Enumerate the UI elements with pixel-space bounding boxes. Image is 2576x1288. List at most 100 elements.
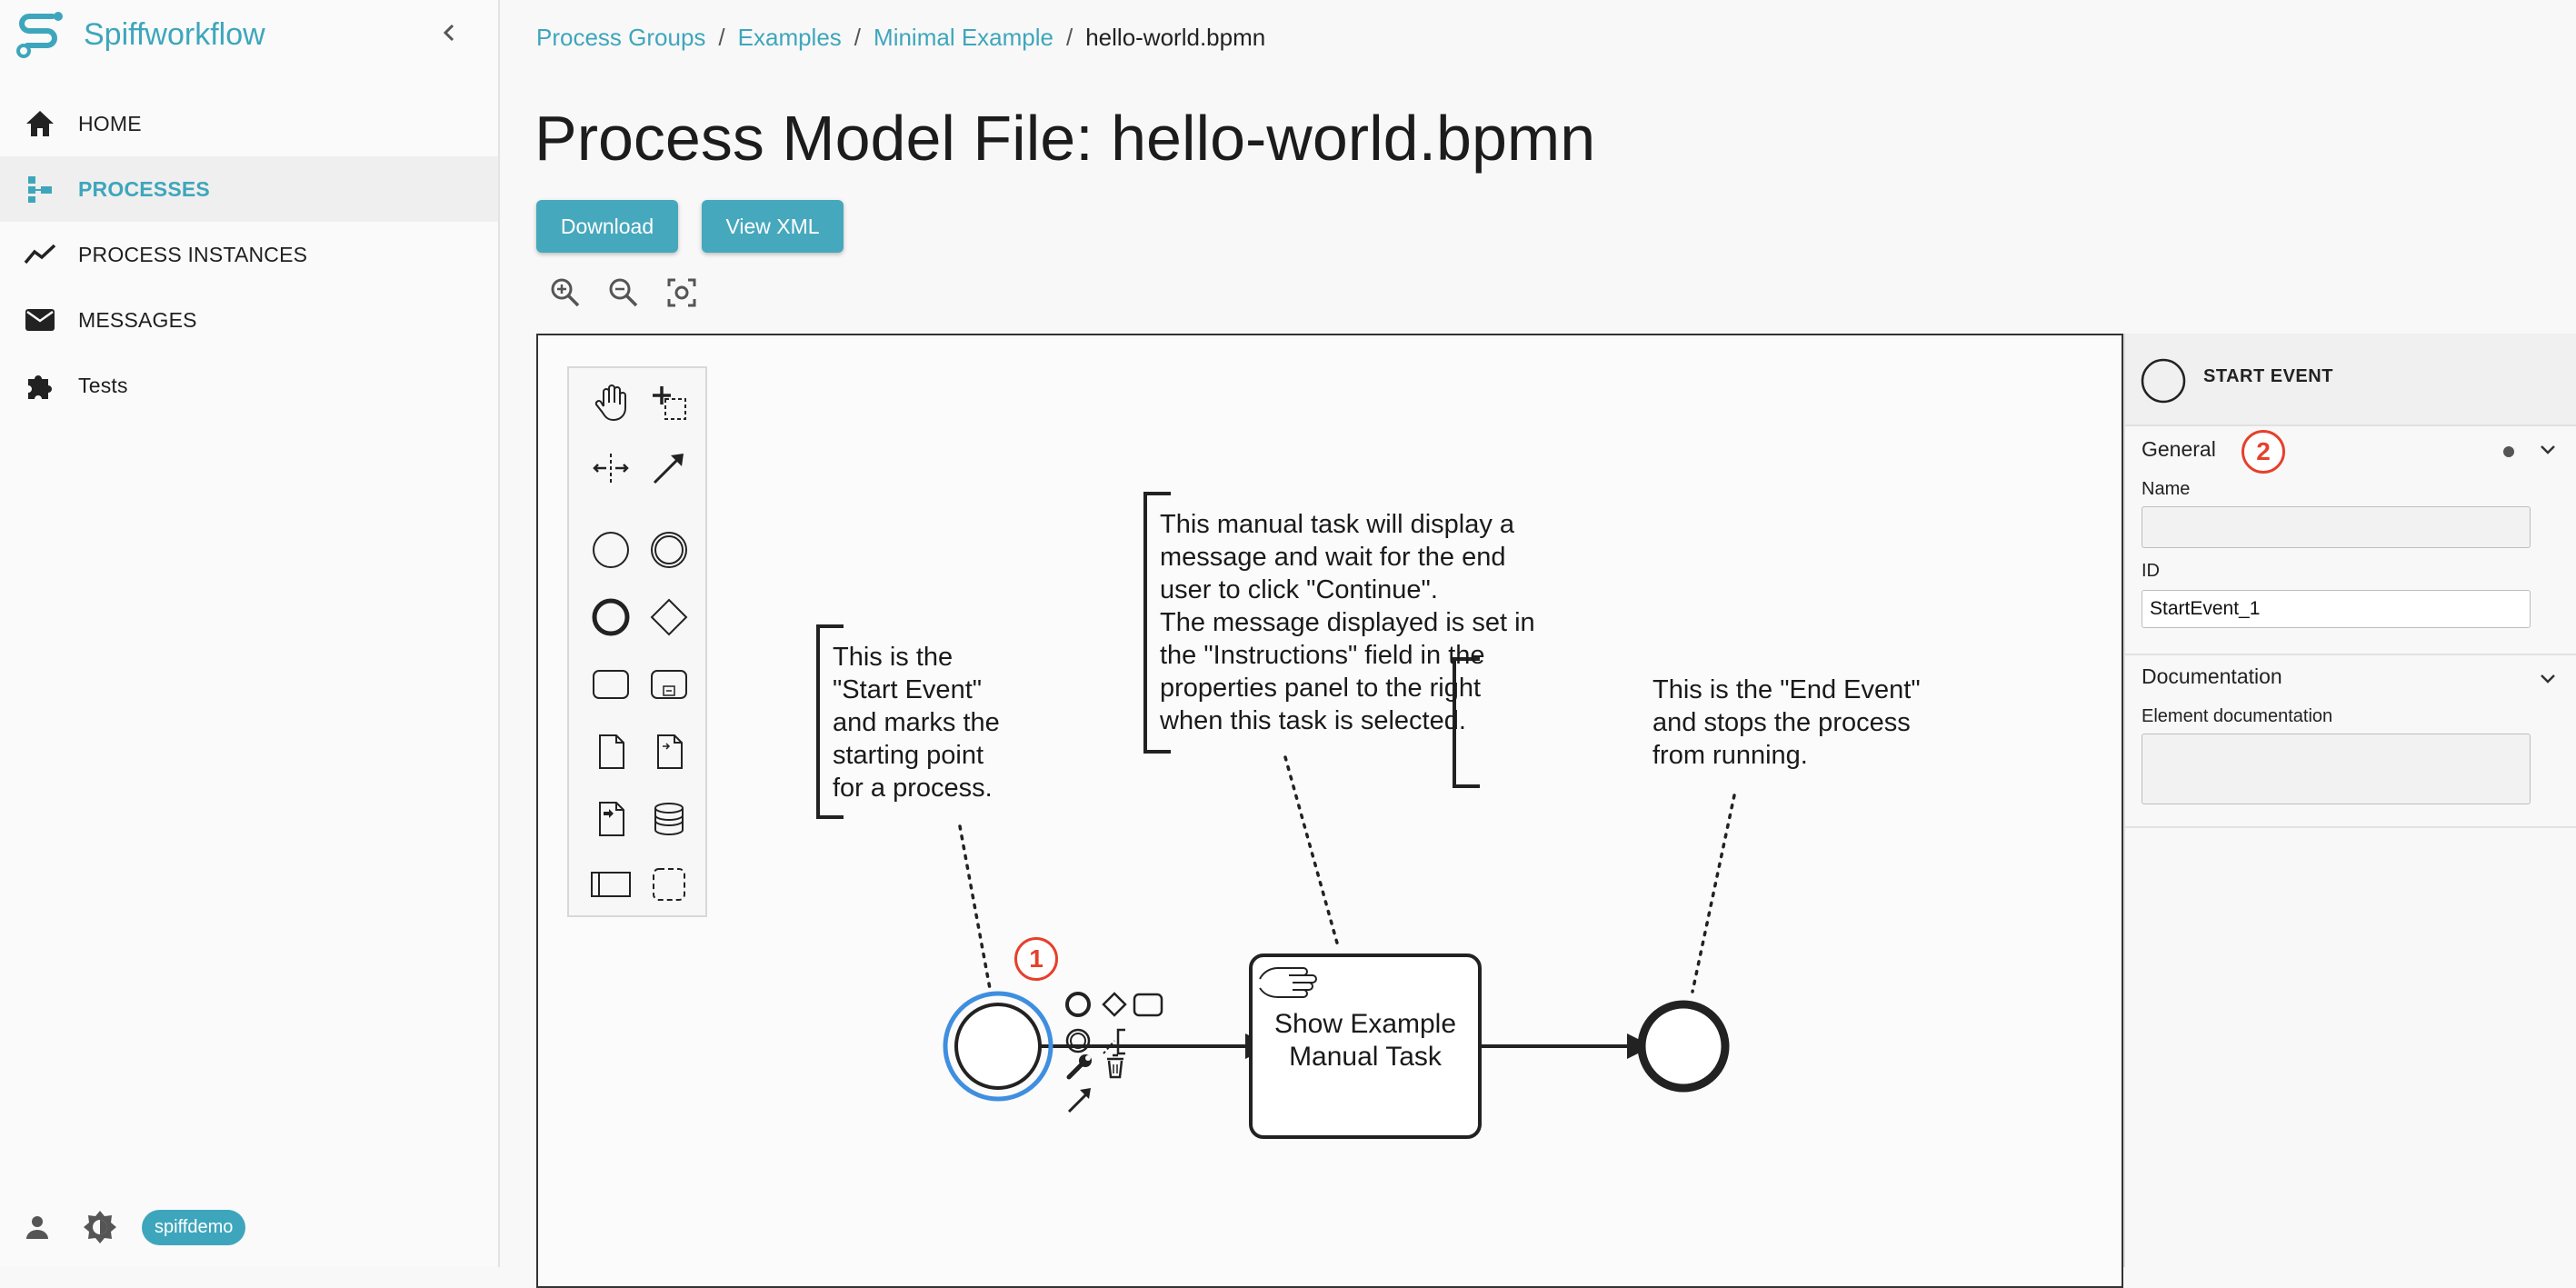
start-event-type-icon xyxy=(2141,358,2186,404)
page-title: Process Model File: hello-world.bpmn xyxy=(534,103,1596,174)
id-field-label: ID xyxy=(2142,561,2160,581)
sidebar-item-label: PROCESSES xyxy=(78,176,210,201)
element-documentation-field[interactable] xyxy=(2142,734,2531,804)
chevron-down-icon[interactable] xyxy=(2536,666,2560,690)
change-type-wrench-icon xyxy=(1066,1054,1092,1080)
zoom-out-icon[interactable] xyxy=(605,275,642,311)
fit-to-screen-icon[interactable] xyxy=(664,275,700,311)
section-divider xyxy=(2125,826,2576,828)
start-event xyxy=(954,1003,1042,1090)
manual-task xyxy=(1249,954,1482,1139)
association-line-end xyxy=(1691,794,1736,993)
theme-toggle-icon[interactable] xyxy=(82,1209,118,1245)
annotation-end-event[interactable]: This is the "End Event" and stops the pr… xyxy=(1652,675,1921,770)
callout-badge-2: 2 xyxy=(2242,430,2285,474)
element-type-title: START EVENT xyxy=(2203,366,2333,386)
bpmn-palette xyxy=(567,366,707,917)
element-documentation-label: Element documentation xyxy=(2142,706,2333,726)
breadcrumb-process-groups[interactable]: Process Groups xyxy=(536,24,706,51)
name-field-label: Name xyxy=(2142,479,2191,499)
breadcrumb-separator: / xyxy=(854,24,862,51)
intermediate-event-icon[interactable] xyxy=(644,524,694,575)
end-event xyxy=(1637,1000,1730,1093)
lasso-tool-icon[interactable] xyxy=(644,377,694,428)
breadcrumb-examples[interactable]: Examples xyxy=(737,24,842,51)
append-end-event-icon xyxy=(1065,992,1091,1017)
association-line-start xyxy=(958,824,993,995)
breadcrumb-current: hello-world.bpmn xyxy=(1085,24,1266,51)
start-event-icon[interactable] xyxy=(585,524,636,575)
spiffworkflow-logo-icon xyxy=(16,12,63,58)
bpmn-canvas[interactable]: This is the "Start Event" and marks the … xyxy=(536,334,2123,1288)
sidebar-item-processes[interactable]: PROCESSES xyxy=(0,156,498,222)
sidebar-footer: spiffdemo xyxy=(24,1209,246,1245)
zoom-controls xyxy=(547,275,722,311)
sidebar: Spiffworkflow HOME PROCESSES PROCESS INS… xyxy=(0,0,500,1267)
documentation-group-title[interactable]: Documentation xyxy=(2142,664,2282,688)
group-icon[interactable] xyxy=(644,859,694,910)
sidebar-item-label: MESSAGES xyxy=(78,307,197,332)
delete-trash-icon xyxy=(1107,1053,1123,1079)
sidebar-item-label: PROCESS INSTANCES xyxy=(78,242,308,266)
context-pad xyxy=(1065,992,1163,1113)
gateway-icon[interactable] xyxy=(644,592,694,643)
brand[interactable]: Spiffworkflow xyxy=(16,9,265,60)
changed-dot-icon xyxy=(2503,446,2514,457)
annotation-bracket-task xyxy=(1143,492,1171,754)
append-intermediate-event-icon xyxy=(1065,1028,1091,1053)
trend-line-icon xyxy=(22,236,58,273)
annotation-bracket-end xyxy=(1453,657,1480,788)
breadcrumb-separator: / xyxy=(1065,24,1073,51)
annotation-bracket-start xyxy=(816,624,844,819)
view-xml-button[interactable]: View XML xyxy=(702,200,844,253)
subprocess-icon[interactable] xyxy=(644,659,694,710)
puzzle-icon xyxy=(22,367,58,404)
zoom-in-icon[interactable] xyxy=(547,275,584,311)
end-event-icon[interactable] xyxy=(585,592,636,643)
task-icon[interactable] xyxy=(585,659,636,710)
download-button[interactable]: Download xyxy=(536,200,678,253)
sidebar-item-tests[interactable]: Tests xyxy=(0,353,498,418)
association-line-task xyxy=(1283,755,1340,948)
home-icon xyxy=(22,105,58,142)
append-gateway-icon xyxy=(1102,992,1127,1017)
callout-badge-1: 1 xyxy=(1014,937,1058,981)
name-field[interactable] xyxy=(2142,506,2531,548)
section-divider xyxy=(2125,654,2576,655)
annotation-start-event[interactable]: This is the "Start Event" and marks the … xyxy=(833,643,1000,803)
general-group-title[interactable]: General xyxy=(2142,437,2216,461)
hand-tool-icon[interactable] xyxy=(585,377,636,428)
data-output-icon[interactable] xyxy=(585,794,636,844)
space-tool-icon[interactable] xyxy=(585,443,636,494)
data-object-icon[interactable] xyxy=(585,726,636,777)
connect-arrow-icon xyxy=(1067,1088,1091,1113)
annotation-manual-task[interactable]: This manual task will display a message … xyxy=(1160,510,1535,735)
append-task-icon xyxy=(1133,993,1163,1017)
user-icon[interactable] xyxy=(24,1213,51,1241)
sidebar-item-home[interactable]: HOME xyxy=(0,91,498,156)
properties-header: START EVENT xyxy=(2125,334,2576,426)
username-badge[interactable]: spiffdemo xyxy=(142,1209,246,1245)
properties-panel: START EVENT General 2 Name ID Documentat… xyxy=(2123,334,2576,1267)
manual-task-hand-icon xyxy=(1259,967,1317,998)
collapse-sidebar-icon[interactable] xyxy=(433,15,465,51)
id-field[interactable] xyxy=(2142,590,2531,628)
sidebar-item-process-instances[interactable]: PROCESS INSTANCES xyxy=(0,222,498,287)
append-annotation-icon xyxy=(1103,1028,1125,1055)
data-store-icon[interactable] xyxy=(644,794,694,844)
bpmn-diagram xyxy=(816,492,1736,1139)
process-tree-icon xyxy=(22,171,58,207)
pool-icon[interactable] xyxy=(585,859,636,910)
sidebar-item-messages[interactable]: MESSAGES xyxy=(0,287,498,353)
envelope-icon xyxy=(22,302,58,338)
start-event-selection xyxy=(943,991,1053,1102)
chevron-down-icon[interactable] xyxy=(2536,437,2560,461)
breadcrumb-minimal-example[interactable]: Minimal Example xyxy=(874,24,1053,51)
manual-task-label[interactable]: Show Example Manual Task xyxy=(1273,1009,1457,1072)
breadcrumb-separator: / xyxy=(718,24,725,51)
data-input-icon[interactable] xyxy=(644,726,694,777)
brand-name: Spiffworkflow xyxy=(84,16,265,52)
sidebar-item-label: HOME xyxy=(78,111,142,135)
breadcrumb: Process Groups / Examples / Minimal Exam… xyxy=(536,24,1265,52)
connect-tool-icon[interactable] xyxy=(644,443,694,494)
